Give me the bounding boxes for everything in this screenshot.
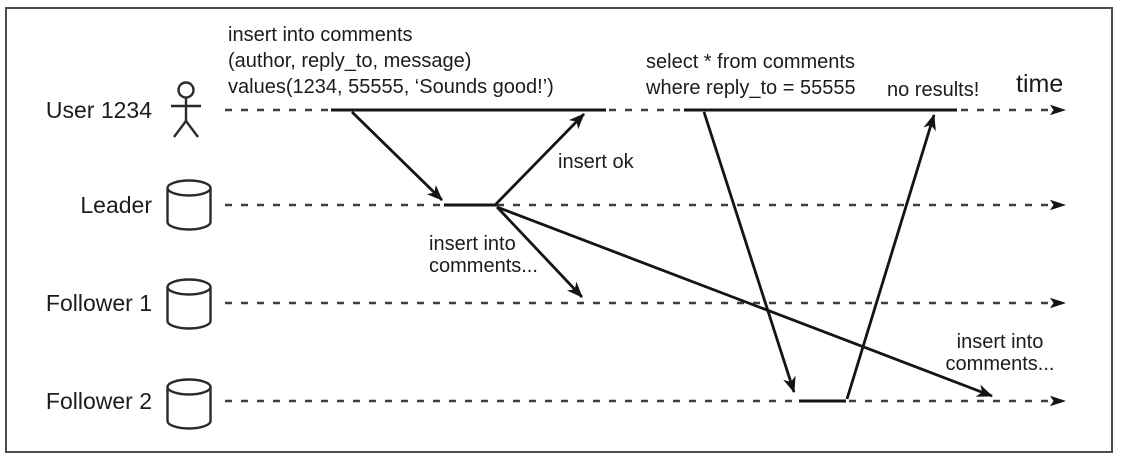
arrow-replicate-leader-to-follower-2 [496, 205, 993, 398]
select-query-annotation: select * from comments where reply_to = … [646, 49, 856, 101]
person-icon [171, 81, 201, 138]
database-icon-follower-1 [166, 278, 212, 330]
actor-label-follower-2: Follower 2 [45, 388, 152, 414]
activity-segments [331, 108, 957, 403]
time-arrowhead-user [1050, 104, 1066, 116]
arrow-insert-query-user-to-leader [351, 110, 443, 202]
insert-query-line-3: values(1234, 55555, ‘Sounds good!’) [228, 76, 554, 98]
time-arrowhead-follower-2 [1050, 395, 1066, 407]
insert-query-line-1: insert into comments [228, 24, 413, 46]
insert-query-annotation: insert into comments (author, reply_to, … [228, 22, 554, 100]
replicate-right-annotation: insert into comments... [938, 331, 1062, 375]
arrow-select-query-user-to-follower-2 [702, 111, 796, 393]
time-axis-label: time [1016, 70, 1064, 98]
replicate-mid-line-2: comments... [429, 255, 538, 277]
replicate-right-line-1: insert into [956, 331, 1044, 353]
time-arrowhead-leader [1050, 199, 1066, 211]
insert-ok-annotation: insert ok [558, 151, 634, 173]
replicate-right-line-2: comments... [945, 353, 1055, 375]
time-arrowhead-follower-1 [1050, 297, 1066, 309]
database-icon-leader [166, 179, 212, 231]
no-results-annotation: no results! [887, 79, 980, 101]
actor-label-user-1234: User 1234 [45, 97, 152, 123]
insert-query-line-2: (author, reply_to, message) [228, 50, 472, 72]
actor-label-leader: Leader [80, 192, 152, 218]
replicate-mid-annotation: insert into comments... [429, 233, 538, 277]
select-query-line-1: select * from comments [646, 51, 855, 73]
arrow-insert-ok-leader-to-user [494, 113, 586, 205]
select-query-line-2: where reply_to = 55555 [646, 77, 856, 99]
replicate-mid-line-1: insert into [429, 233, 516, 255]
arrow-replicate-leader-to-follower-1 [495, 206, 584, 298]
arrow-no-results-follower-2-to-user [845, 114, 936, 400]
timeline-arrowheads [1050, 104, 1066, 407]
message-arrows [351, 110, 993, 400]
actor-icons [166, 81, 212, 430]
database-icon-follower-2 [166, 378, 212, 430]
actor-label-follower-1: Follower 1 [45, 290, 152, 316]
